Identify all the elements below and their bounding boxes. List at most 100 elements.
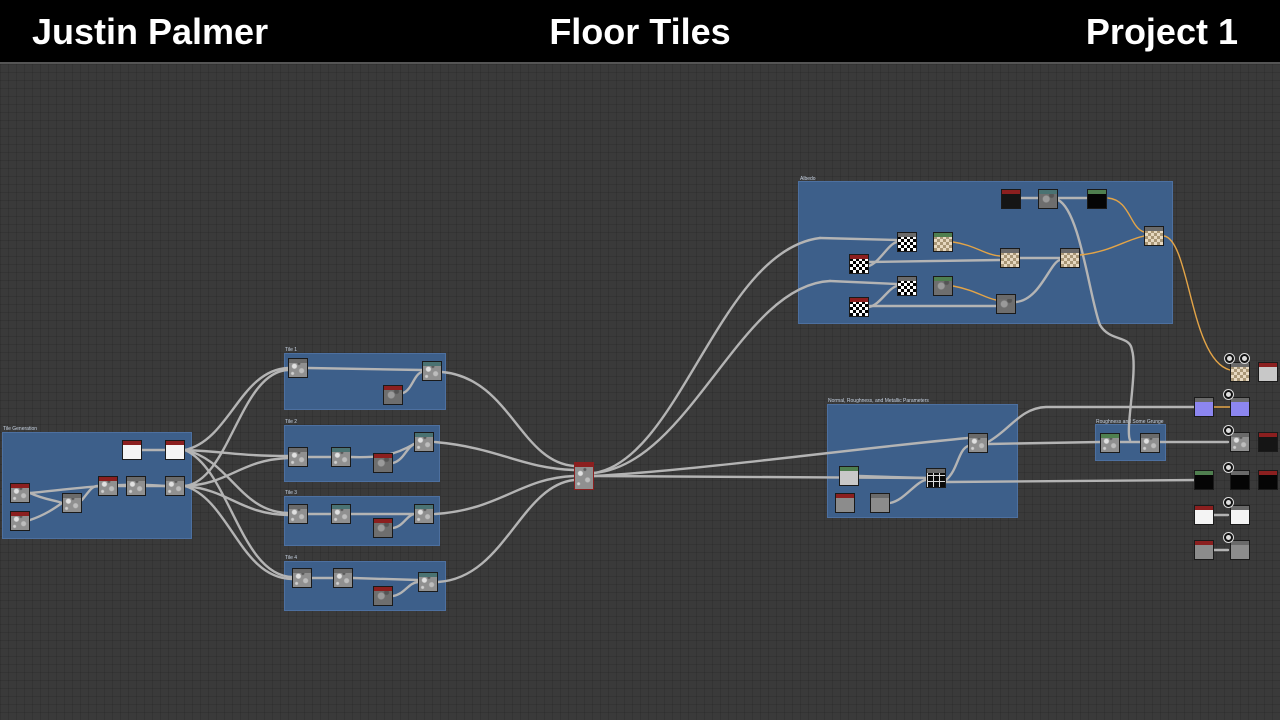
node-tile-noise-a[interactable] xyxy=(10,483,30,503)
author-name: Justin Palmer xyxy=(32,11,269,52)
node-albedo-pattern-b[interactable] xyxy=(849,297,869,317)
wire xyxy=(436,478,576,584)
node-normal-gray-b[interactable] xyxy=(870,493,890,513)
wire-orange xyxy=(1163,235,1231,371)
node-merge[interactable] xyxy=(574,462,594,490)
node-normal-purple-a[interactable] xyxy=(1194,397,1214,417)
node-roughness-a[interactable] xyxy=(1100,433,1120,453)
node-albedo-blend-c[interactable] xyxy=(1060,248,1080,268)
node-output-normal[interactable] xyxy=(1230,397,1250,417)
node-albedo-checker-b[interactable] xyxy=(897,276,917,296)
node-tile4-output[interactable] xyxy=(418,572,438,592)
node-roughness-b[interactable] xyxy=(1140,433,1160,453)
wire xyxy=(28,491,64,505)
wire xyxy=(183,448,290,458)
node-tile4-grunge[interactable] xyxy=(373,586,393,606)
node-tile-warp[interactable] xyxy=(126,476,146,496)
frame-tile-1[interactable] xyxy=(284,353,446,410)
output-icon[interactable] xyxy=(1223,532,1234,543)
frame-label-tile-generation: Tile Generation xyxy=(3,426,37,432)
node-output-metallic-preview[interactable] xyxy=(1258,470,1278,490)
wire xyxy=(944,478,1202,484)
wire xyxy=(391,442,416,465)
wire xyxy=(433,474,576,516)
node-tile2-output[interactable] xyxy=(414,432,434,452)
node-tile-blend[interactable] xyxy=(62,493,82,513)
output-icon[interactable] xyxy=(1223,425,1234,436)
node-tile3-blur[interactable] xyxy=(331,504,351,524)
wire xyxy=(867,284,899,309)
node-tile1-grunge[interactable] xyxy=(383,385,403,405)
node-albedo-blend-a[interactable] xyxy=(1000,248,1020,268)
wire xyxy=(183,456,290,488)
node-albedo-blend-b[interactable] xyxy=(996,294,1016,314)
node-output-ao[interactable] xyxy=(1230,540,1250,560)
wire xyxy=(867,258,1002,264)
node-albedo-color-b[interactable] xyxy=(933,276,953,296)
node-albedo-pattern-a[interactable] xyxy=(849,254,869,274)
wire-orange xyxy=(1107,197,1145,233)
node-tile2-grunge[interactable] xyxy=(373,453,393,473)
node-albedo-output[interactable] xyxy=(1144,226,1164,246)
node-output-metallic[interactable] xyxy=(1230,470,1250,490)
graph-title: Floor Tiles xyxy=(549,11,731,52)
wire xyxy=(433,440,576,472)
node-tile1-output[interactable] xyxy=(422,361,442,381)
node-tile-white-a[interactable] xyxy=(122,440,142,460)
node-output-basecolor-preview[interactable] xyxy=(1258,362,1278,382)
wire xyxy=(183,448,294,579)
node-output-roughness-preview[interactable] xyxy=(1258,432,1278,452)
node-tile-white-b[interactable] xyxy=(165,440,185,460)
node-albedo-mask[interactable] xyxy=(1087,189,1107,209)
node-white-input[interactable] xyxy=(1194,505,1214,525)
node-tile4-input[interactable] xyxy=(292,568,312,588)
wire-orange xyxy=(952,241,1001,257)
node-tile2-blur[interactable] xyxy=(331,447,351,467)
frame-label-tile-2: Tile 2 xyxy=(285,419,298,425)
wire xyxy=(818,236,899,242)
wire xyxy=(592,236,822,475)
node-tile2-input[interactable] xyxy=(288,447,308,467)
node-gray-input[interactable] xyxy=(1194,540,1214,560)
output-icon[interactable] xyxy=(1239,353,1250,364)
node-tile-noise-b[interactable] xyxy=(10,511,30,531)
project-name: Project 1 xyxy=(1085,11,1238,52)
node-metallic-black-a[interactable] xyxy=(1194,470,1214,490)
node-tile3-grunge[interactable] xyxy=(373,518,393,538)
wire xyxy=(351,576,420,582)
node-albedo-color-a[interactable] xyxy=(933,232,953,252)
frame-label-tile-3: Tile 3 xyxy=(285,490,298,496)
node-albedo-dirt[interactable] xyxy=(1001,189,1021,209)
wire xyxy=(944,444,970,482)
wire-orange xyxy=(1079,235,1145,256)
frame-label-normal-roughness-metallic: Normal, Roughness, and Metallic Paramete… xyxy=(828,398,929,404)
frame-normal-roughness-metallic[interactable] xyxy=(827,404,1018,518)
node-tile1-input[interactable] xyxy=(288,358,308,378)
node-output-roughness[interactable] xyxy=(1230,432,1250,452)
node-normal-input[interactable] xyxy=(839,466,859,486)
wire xyxy=(986,405,1196,444)
node-normal-blend[interactable] xyxy=(968,433,988,453)
node-tile-mix[interactable] xyxy=(98,476,118,496)
wire xyxy=(1014,258,1062,304)
node-output-height[interactable] xyxy=(1230,505,1250,525)
node-normal-grid[interactable] xyxy=(926,468,946,488)
output-icon[interactable] xyxy=(1223,497,1234,508)
node-tile4-blur[interactable] xyxy=(333,568,353,588)
output-icon[interactable] xyxy=(1223,389,1234,400)
node-tile3-input[interactable] xyxy=(288,504,308,524)
node-tile-output[interactable] xyxy=(165,476,185,496)
node-albedo-checker-a[interactable] xyxy=(897,232,917,252)
wire xyxy=(986,440,1102,446)
output-icon[interactable] xyxy=(1224,353,1235,364)
wire xyxy=(391,580,420,598)
node-normal-gray-a[interactable] xyxy=(835,493,855,513)
node-albedo-grunge[interactable] xyxy=(1038,189,1058,209)
node-tile3-output[interactable] xyxy=(414,504,434,524)
wire-orange xyxy=(952,285,997,301)
wire xyxy=(401,370,424,395)
wire xyxy=(440,370,576,468)
node-output-basecolor[interactable] xyxy=(1230,362,1250,382)
output-icon[interactable] xyxy=(1223,462,1234,473)
